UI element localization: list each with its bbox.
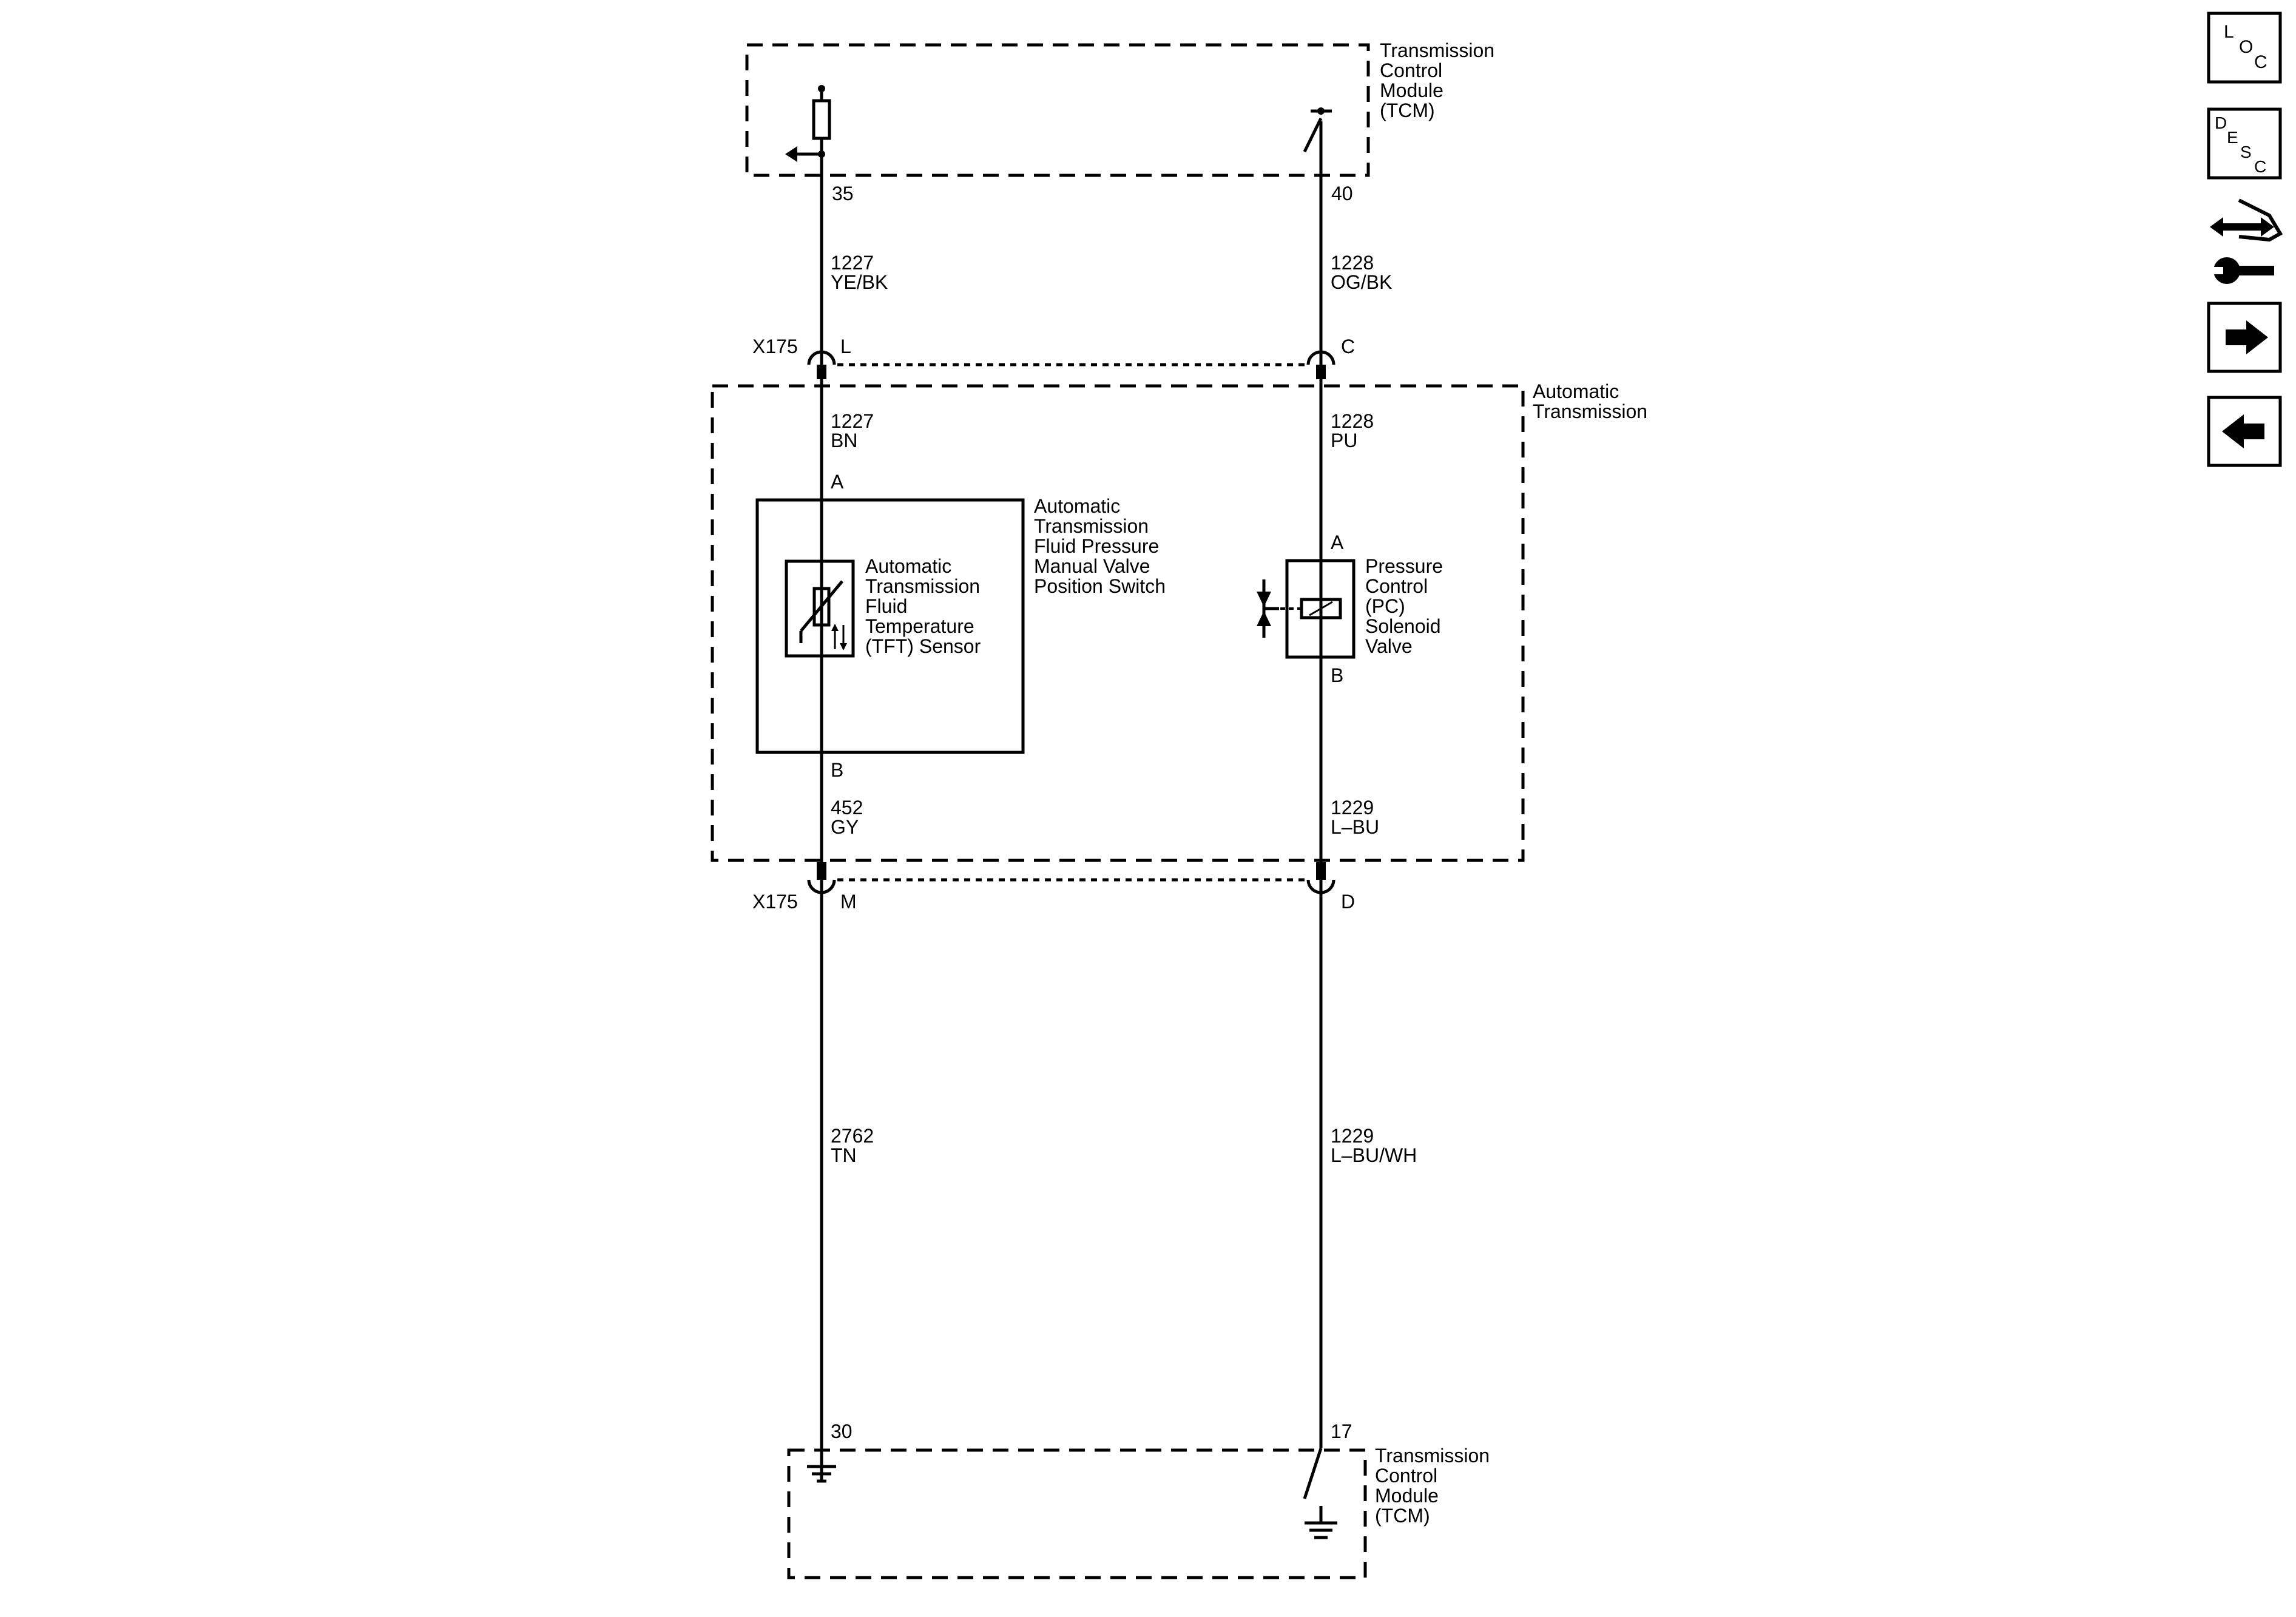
tft-sensor-label: Automatic Transmission Fluid Temperature… <box>865 555 981 657</box>
automatic-transmission-label: Automatic Transmission <box>1533 380 1647 422</box>
pin-x175-L: L <box>840 336 851 357</box>
tft-sensor-symbol <box>785 559 855 658</box>
svg-text:Fluid: Fluid <box>865 595 907 617</box>
tcm-pullup-resistor-symbol <box>785 85 831 162</box>
svg-text:C: C <box>2254 52 2267 72</box>
wire-label-left-bottom: 2762 TN <box>831 1125 874 1166</box>
svg-text:(TCM): (TCM) <box>1380 100 1435 121</box>
wire-label-left-inner: 1227 BN <box>831 410 874 451</box>
x175-lower-id: X175 <box>752 891 798 913</box>
tcm-top-label: Transmission Control Module (TCM) <box>1380 39 1494 121</box>
pc-solenoid-label: Pressure Control (PC) Solenoid Valve <box>1365 555 1443 657</box>
x175-lower-connector <box>807 862 1335 894</box>
right-arrow-icon <box>2226 320 2268 354</box>
svg-text:Position Switch: Position Switch <box>1034 575 1166 597</box>
svg-text:1228: 1228 <box>1331 410 1374 432</box>
svg-text:1227: 1227 <box>831 410 874 432</box>
x175-upper-connector <box>807 350 1335 379</box>
svg-text:(TFT) Sensor: (TFT) Sensor <box>865 635 981 657</box>
svg-text:C: C <box>2254 157 2266 176</box>
left-arrow-icon <box>2222 414 2264 448</box>
svg-text:OG/BK: OG/BK <box>1331 271 1392 293</box>
pin-tcm-35: 35 <box>832 183 854 204</box>
svg-text:Automatic: Automatic <box>1034 495 1120 517</box>
svg-text:Valve: Valve <box>1365 635 1413 657</box>
pin-x175-C: C <box>1341 336 1355 357</box>
wire-label-left-top: 1227 YE/BK <box>831 252 888 293</box>
pin-solenoid-B: B <box>1331 664 1343 686</box>
svg-text:Transmission: Transmission <box>1380 39 1494 61</box>
svg-text:Automatic: Automatic <box>865 555 951 577</box>
connector-repair-button[interactable] <box>2209 198 2283 284</box>
svg-text:Temperature: Temperature <box>865 615 974 637</box>
automatic-transmission-box <box>711 384 1525 862</box>
pin-solenoid-A: A <box>1331 532 1344 553</box>
svg-text:Module: Module <box>1380 79 1443 101</box>
svg-text:GY: GY <box>831 816 859 838</box>
wire-label-right-top: 1228 OG/BK <box>1331 252 1392 293</box>
svg-text:Transmission: Transmission <box>1034 515 1149 537</box>
tcm-bottom-box <box>787 1448 1367 1579</box>
svg-text:2762: 2762 <box>831 1125 874 1147</box>
svg-text:Pressure: Pressure <box>1365 555 1443 577</box>
wire-label-right-bottom: 1229 L–BU/WH <box>1331 1125 1417 1166</box>
pin-x175-D: D <box>1341 891 1355 913</box>
svg-text:(TCM): (TCM) <box>1375 1505 1430 1527</box>
svg-text:Control: Control <box>1380 59 1442 81</box>
svg-text:Transmission: Transmission <box>1533 400 1647 422</box>
pin-switch-A: A <box>831 471 844 493</box>
wire-label-left-lower: 452 GY <box>831 797 863 838</box>
tcm-bottom-label: Transmission Control Module (TCM) <box>1375 1445 1490 1527</box>
svg-text:YE/BK: YE/BK <box>831 271 888 293</box>
svg-text:Transmission: Transmission <box>1375 1445 1490 1467</box>
pin-tcm-17: 17 <box>1331 1420 1352 1442</box>
svg-text:Control: Control <box>1365 575 1428 597</box>
wire-label-right-lower: 1229 L–BU <box>1331 797 1379 838</box>
svg-text:D: D <box>2215 113 2227 132</box>
manual-valve-switch-box <box>755 498 1025 754</box>
svg-text:1228: 1228 <box>1331 252 1374 274</box>
svg-text:L–BU: L–BU <box>1331 816 1379 838</box>
loc-button[interactable]: L O C <box>2207 12 2282 84</box>
svg-text:Fluid Pressure: Fluid Pressure <box>1034 535 1159 557</box>
svg-text:TN: TN <box>831 1144 857 1166</box>
pin-tcm-30: 30 <box>831 1420 853 1442</box>
svg-text:L–BU/WH: L–BU/WH <box>1331 1144 1417 1166</box>
svg-text:O: O <box>2239 37 2253 57</box>
svg-text:Solenoid: Solenoid <box>1365 615 1441 637</box>
svg-text:E: E <box>2227 128 2238 147</box>
svg-text:Manual Valve: Manual Valve <box>1034 555 1150 577</box>
next-page-button[interactable] <box>2207 302 2282 373</box>
svg-text:1229: 1229 <box>1331 1125 1374 1147</box>
pc-solenoid-symbol <box>1257 559 1356 659</box>
svg-text:(PC): (PC) <box>1365 595 1405 617</box>
manual-valve-switch-label: Automatic Transmission Fluid Pressure Ma… <box>1034 495 1166 597</box>
svg-text:Control: Control <box>1375 1465 1437 1487</box>
tcm-high-side-switch-symbol <box>1303 107 1332 153</box>
pin-switch-B: B <box>831 759 843 781</box>
desc-button[interactable]: D E S C <box>2207 107 2282 180</box>
x175-upper-id: X175 <box>752 336 798 357</box>
wire-label-right-inner: 1228 PU <box>1331 410 1374 451</box>
svg-text:BN: BN <box>831 430 857 451</box>
svg-text:L: L <box>2224 22 2234 42</box>
svg-text:PU: PU <box>1331 430 1357 451</box>
svg-text:Module: Module <box>1375 1485 1439 1507</box>
connector-wrench-icon <box>2209 198 2283 284</box>
previous-page-button[interactable] <box>2207 396 2282 467</box>
svg-text:452: 452 <box>831 797 863 819</box>
svg-text:Automatic: Automatic <box>1533 380 1619 402</box>
tcm-low-side-switch-symbol <box>1303 1448 1337 1539</box>
svg-text:1227: 1227 <box>831 252 874 274</box>
tcm-top-box <box>745 43 1370 177</box>
pin-x175-M: M <box>840 891 857 913</box>
svg-text:1229: 1229 <box>1331 797 1374 819</box>
svg-text:Transmission: Transmission <box>865 575 980 597</box>
ground-left-symbol <box>807 1465 836 1483</box>
svg-text:S: S <box>2240 143 2252 161</box>
pin-tcm-40: 40 <box>1331 183 1353 204</box>
